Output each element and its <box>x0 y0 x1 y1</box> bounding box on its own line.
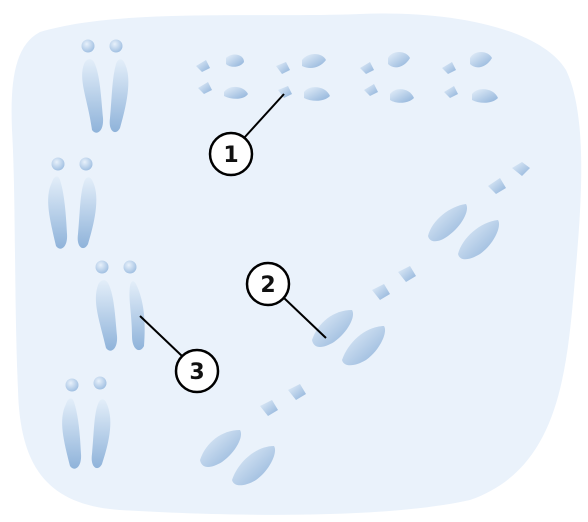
track-group-2 <box>200 162 530 486</box>
callout-1: 1 <box>208 93 285 177</box>
callout-1-label: 1 <box>223 143 238 168</box>
callout-2-label: 2 <box>260 273 275 298</box>
callout-2: 2 <box>245 261 327 339</box>
track-group-3 <box>48 39 145 469</box>
callout-3: 3 <box>139 315 220 394</box>
snow-area <box>11 13 582 515</box>
track-group-1 <box>196 52 498 103</box>
callout-3-label: 3 <box>189 360 204 385</box>
